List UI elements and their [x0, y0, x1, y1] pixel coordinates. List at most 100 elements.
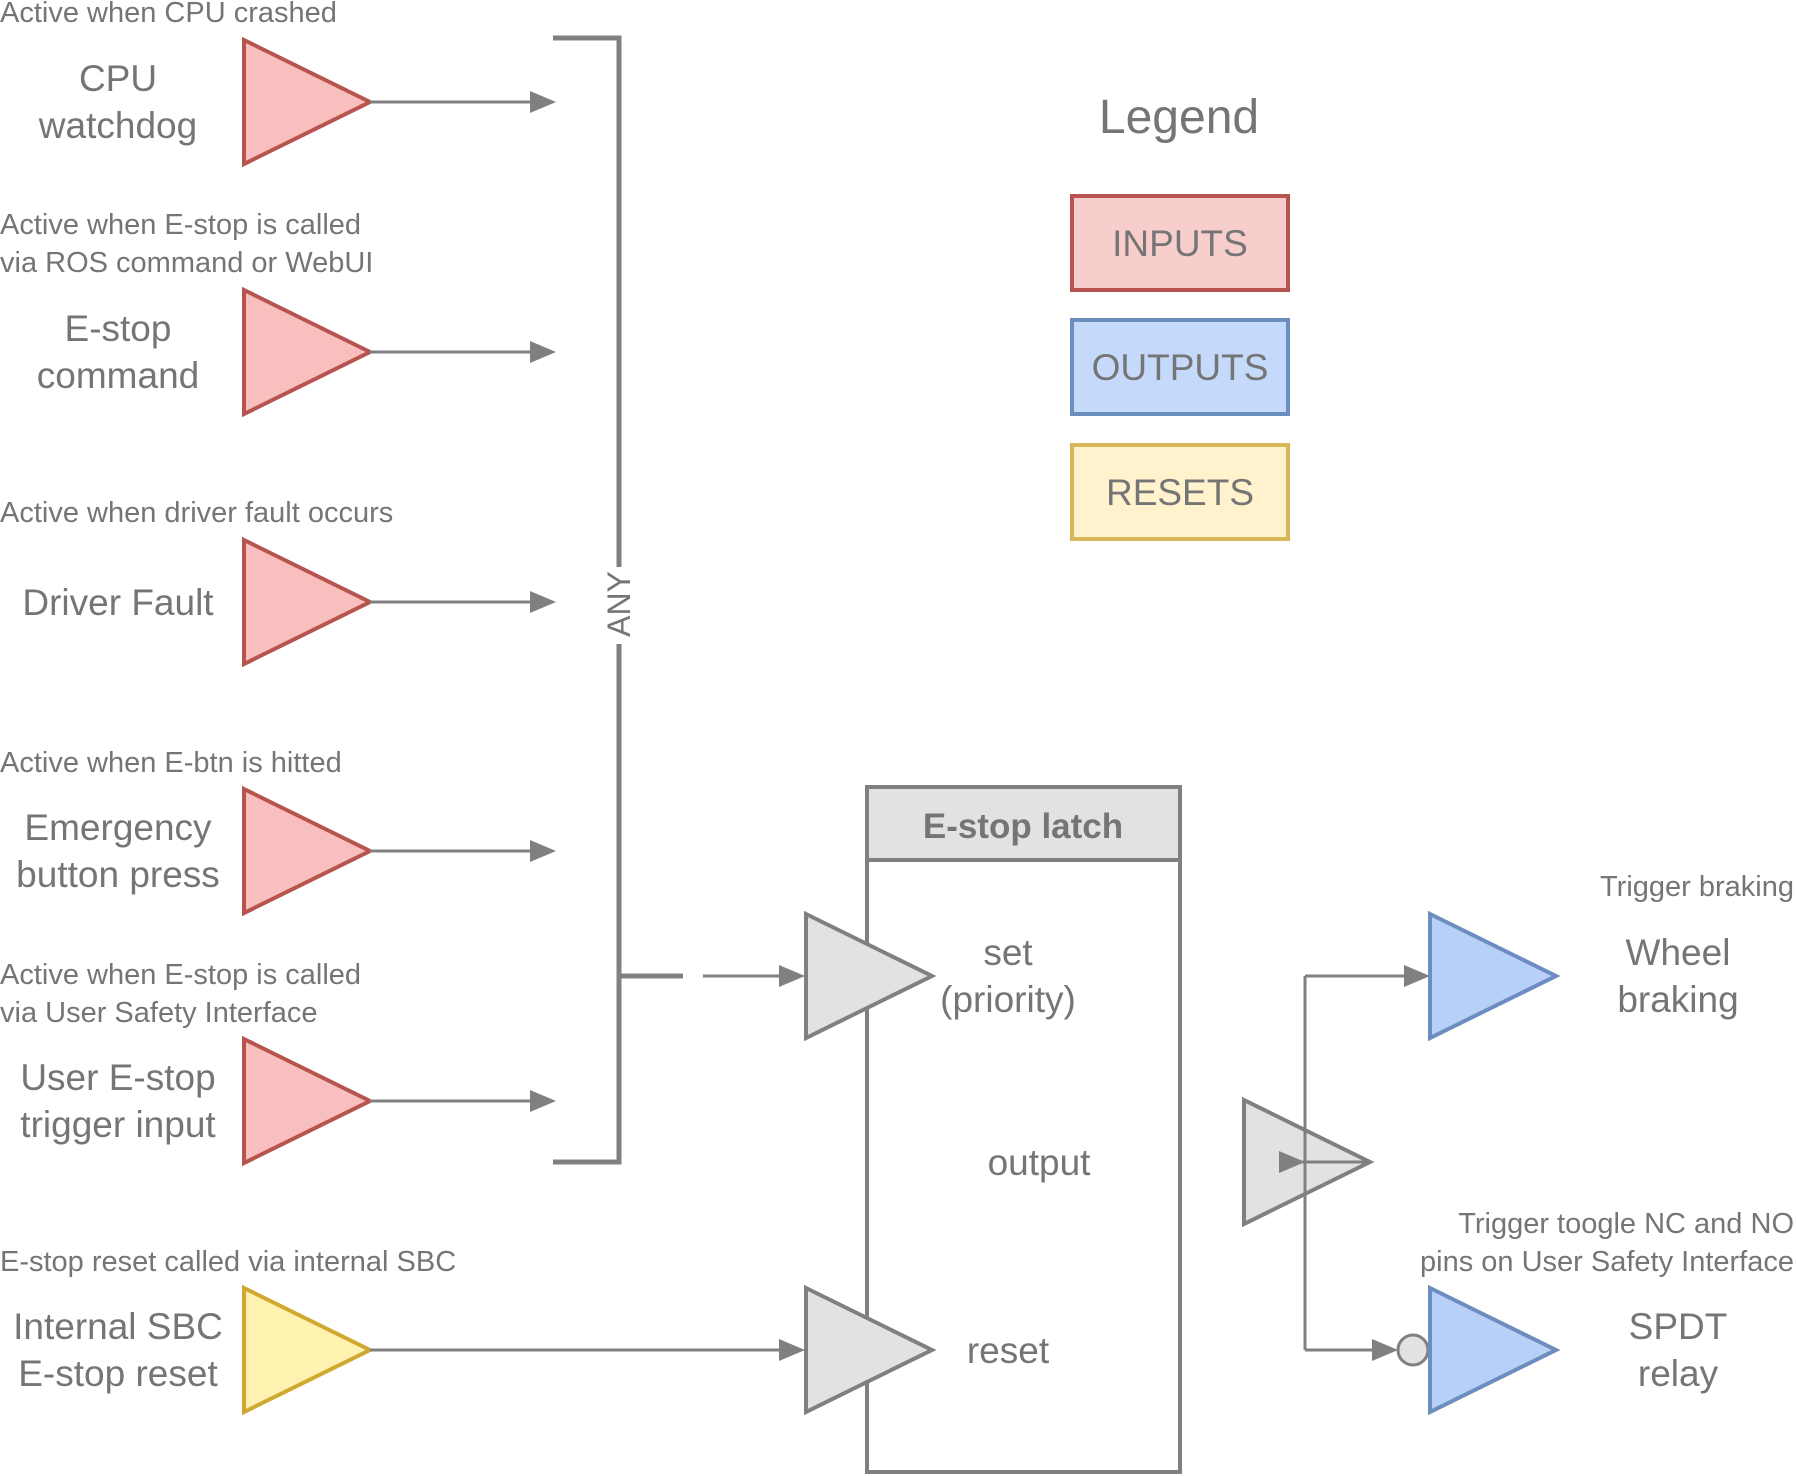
input-arrow-head	[530, 840, 556, 862]
legend-label: OUTPUTS	[1092, 347, 1269, 388]
input-label: E-stop command	[37, 308, 199, 396]
any-label: ANY	[601, 571, 637, 637]
input-arrow	[370, 341, 556, 363]
input-arrow-head	[530, 1090, 556, 1112]
input-note: Active when driver fault occurs	[0, 497, 393, 529]
input-label-line-2: watchdog	[38, 105, 197, 146]
input-triangle	[242, 536, 375, 668]
legend-item-resets: RESETS	[1070, 443, 1290, 541]
input-arrow-head	[530, 341, 556, 363]
output-label-line-2: braking	[1617, 979, 1738, 1020]
input-label: User E-stop trigger input	[20, 1057, 216, 1145]
output-label: Wheel braking	[1617, 932, 1738, 1020]
input-arrow	[370, 591, 556, 613]
set-label-line-2: (priority)	[940, 979, 1076, 1020]
input-label-line-1: User E-stop	[20, 1057, 215, 1098]
set-label: set (priority)	[940, 932, 1076, 1020]
reset-input-label-line-2: E-stop reset	[18, 1353, 218, 1394]
legend-swatch	[1070, 194, 1290, 292]
input-label-line-1: Driver Fault	[22, 582, 214, 623]
input-label-line-1: E-stop	[65, 308, 172, 349]
output-arrow-head	[1279, 1151, 1305, 1173]
input-arrow-head	[530, 591, 556, 613]
input-note-line-2: via User Safety Interface	[0, 997, 318, 1029]
legend-item-outputs: OUTPUTS	[1070, 318, 1290, 416]
any-bus: ANY	[553, 35, 805, 1165]
input-triangle	[242, 785, 375, 917]
input-triangle	[242, 1035, 375, 1167]
legend-swatch	[1070, 443, 1290, 541]
bus-to-set-arrow	[703, 965, 805, 987]
output-label-line-2: relay	[1638, 1353, 1719, 1394]
reset-input-label: Internal SBC E-stop reset	[13, 1306, 223, 1394]
input-note-line-1: Active when E-btn is hitted	[0, 747, 342, 779]
output-arrow	[1279, 1151, 1370, 1173]
reset-input-label-line-1: Internal SBC	[13, 1306, 223, 1347]
reset-to-latch-arrow	[370, 1339, 805, 1361]
to-wheel-braking-arrow-head	[1404, 965, 1430, 987]
bus-upper	[553, 35, 622, 567]
output-note-line-1: Trigger braking	[1600, 871, 1794, 903]
output-label: SPDT relay	[1629, 1306, 1728, 1394]
reset-input: E-stop reset called via internal SBC Inte…	[0, 1246, 805, 1416]
latch-title: E-stop latch	[923, 807, 1123, 846]
legend-item-inputs: INPUTS	[1070, 194, 1290, 292]
to-wheel-braking-arrow	[1305, 965, 1430, 987]
input-note-line-1: Active when E-stop is called	[0, 959, 361, 991]
reset-note-line-1: E-stop reset called via internal SBC	[0, 1246, 456, 1278]
reset-triangle	[804, 1284, 937, 1416]
input-label-line-1: Emergency	[24, 807, 212, 848]
output-note-line-2: pins on User Safety Interface	[1420, 1246, 1794, 1278]
input-triangle	[242, 36, 375, 168]
to-relay-arrow-head	[1372, 1339, 1398, 1361]
legend-swatch	[1070, 318, 1290, 416]
input-note-line-1: Active when CPU crashed	[0, 0, 337, 29]
input-triangle	[242, 286, 375, 418]
reset-to-latch-arrow-head	[779, 1339, 805, 1361]
input-arrow	[370, 1090, 556, 1112]
output-note: Trigger toogle NC and NO pins on User Saf…	[1420, 1208, 1794, 1278]
output-label-line-1: SPDT	[1629, 1306, 1728, 1347]
set-triangle	[804, 910, 937, 1042]
set-label-line-1: set	[983, 932, 1033, 973]
input-label-line-1: CPU	[79, 58, 157, 99]
invert-bubble	[1396, 1333, 1430, 1367]
input-arrow	[370, 840, 556, 862]
output-triangle	[1428, 910, 1561, 1042]
input-note-line-1: Active when driver fault occurs	[0, 497, 393, 529]
input-label-line-2: trigger input	[20, 1104, 216, 1145]
input-note-line-1: Active when E-stop is called	[0, 209, 361, 241]
legend-label: INPUTS	[1112, 223, 1248, 264]
output-label: output	[988, 1142, 1092, 1183]
to-relay-arrow	[1305, 1339, 1398, 1361]
bus-to-set-arrow-head	[779, 965, 805, 987]
output-note-line-1: Trigger toogle NC and NO	[1458, 1208, 1794, 1240]
input-arrow	[370, 91, 556, 113]
output-triangle	[1428, 1284, 1561, 1416]
legend-title: Legend	[1099, 91, 1259, 144]
input-note: Active when CPU crashed	[0, 0, 337, 29]
latch-header	[865, 785, 1182, 862]
legend-label: RESETS	[1106, 472, 1254, 513]
reset-note: E-stop reset called via internal SBC	[0, 1246, 456, 1278]
input-label: Driver Fault	[22, 582, 214, 623]
output-2: Trigger toogle NC and NO pins on User Saf…	[1420, 1208, 1794, 1416]
input-label: CPU watchdog	[38, 58, 197, 146]
reset-input-triangle	[242, 1284, 375, 1416]
output-note: Trigger braking	[1600, 871, 1794, 903]
input-note: Active when E-stop is called via User Saf…	[0, 959, 361, 1029]
input-arrow-head	[530, 91, 556, 113]
reset-label: reset	[967, 1330, 1050, 1371]
input-5: Active when E-stop is called via User Saf…	[0, 959, 556, 1167]
input-label-line-2: button press	[16, 854, 220, 895]
output-label-line-1: Wheel	[1626, 932, 1731, 973]
input-note: Active when E-btn is hitted	[0, 747, 342, 779]
input-label-line-2: command	[37, 355, 199, 396]
